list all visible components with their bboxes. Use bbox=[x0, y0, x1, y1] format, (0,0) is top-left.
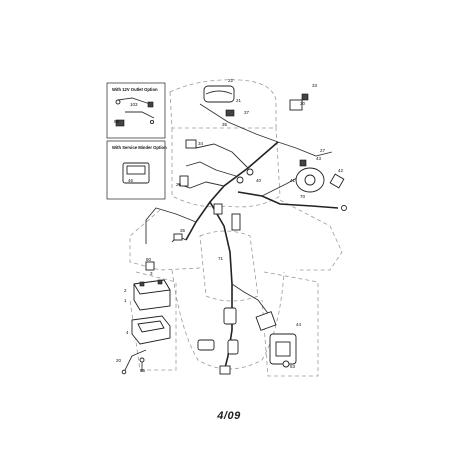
inset-service-minder: With Service Minder Option bbox=[106, 140, 167, 200]
callout-46: 46 bbox=[128, 178, 134, 183]
callout-70: 70 bbox=[300, 194, 306, 199]
callout-20: 20 bbox=[116, 358, 122, 363]
callout-2: 2 bbox=[124, 288, 127, 293]
inset-service-minder-title: With Service Minder Option bbox=[112, 145, 167, 150]
callout-3: 3 bbox=[150, 271, 153, 276]
callout-44: 44 bbox=[296, 322, 302, 327]
callout-35a: 35 bbox=[222, 122, 228, 127]
callout-35b: 35 bbox=[180, 228, 186, 233]
callout-33: 33 bbox=[312, 83, 318, 88]
page-code: 4/09 bbox=[217, 410, 241, 422]
callout-22: 22 bbox=[228, 78, 234, 83]
callout-37a: 37 bbox=[244, 110, 250, 115]
inset-12v-outlet: With 12V Outlet Option bbox=[106, 82, 166, 139]
callout-42: 42 bbox=[338, 168, 344, 173]
callout-labels: 22 33 30 21 35 37 103 69 34 27 43 41 42 … bbox=[114, 78, 344, 373]
callout-21: 21 bbox=[236, 98, 242, 103]
callout-27: 27 bbox=[320, 148, 326, 153]
callout-43: 43 bbox=[316, 156, 322, 161]
callout-80: 80 bbox=[146, 257, 152, 262]
callout-55: 55 bbox=[140, 368, 146, 373]
main-harness bbox=[145, 103, 339, 373]
callout-34: 34 bbox=[198, 141, 204, 146]
callout-4: 4 bbox=[126, 330, 129, 335]
callout-103: 103 bbox=[130, 102, 138, 107]
callout-1: 1 bbox=[124, 298, 127, 303]
inset-12v-outlet-title: With 12V Outlet Option bbox=[112, 87, 158, 92]
callout-25: 25 bbox=[176, 182, 182, 187]
components bbox=[121, 85, 347, 375]
callout-40: 40 bbox=[256, 178, 262, 183]
callout-53: 53 bbox=[290, 364, 296, 369]
callout-30: 30 bbox=[300, 101, 306, 106]
callout-71: 71 bbox=[218, 256, 224, 261]
callout-69: 69 bbox=[114, 119, 120, 124]
callout-41: 41 bbox=[290, 178, 296, 183]
